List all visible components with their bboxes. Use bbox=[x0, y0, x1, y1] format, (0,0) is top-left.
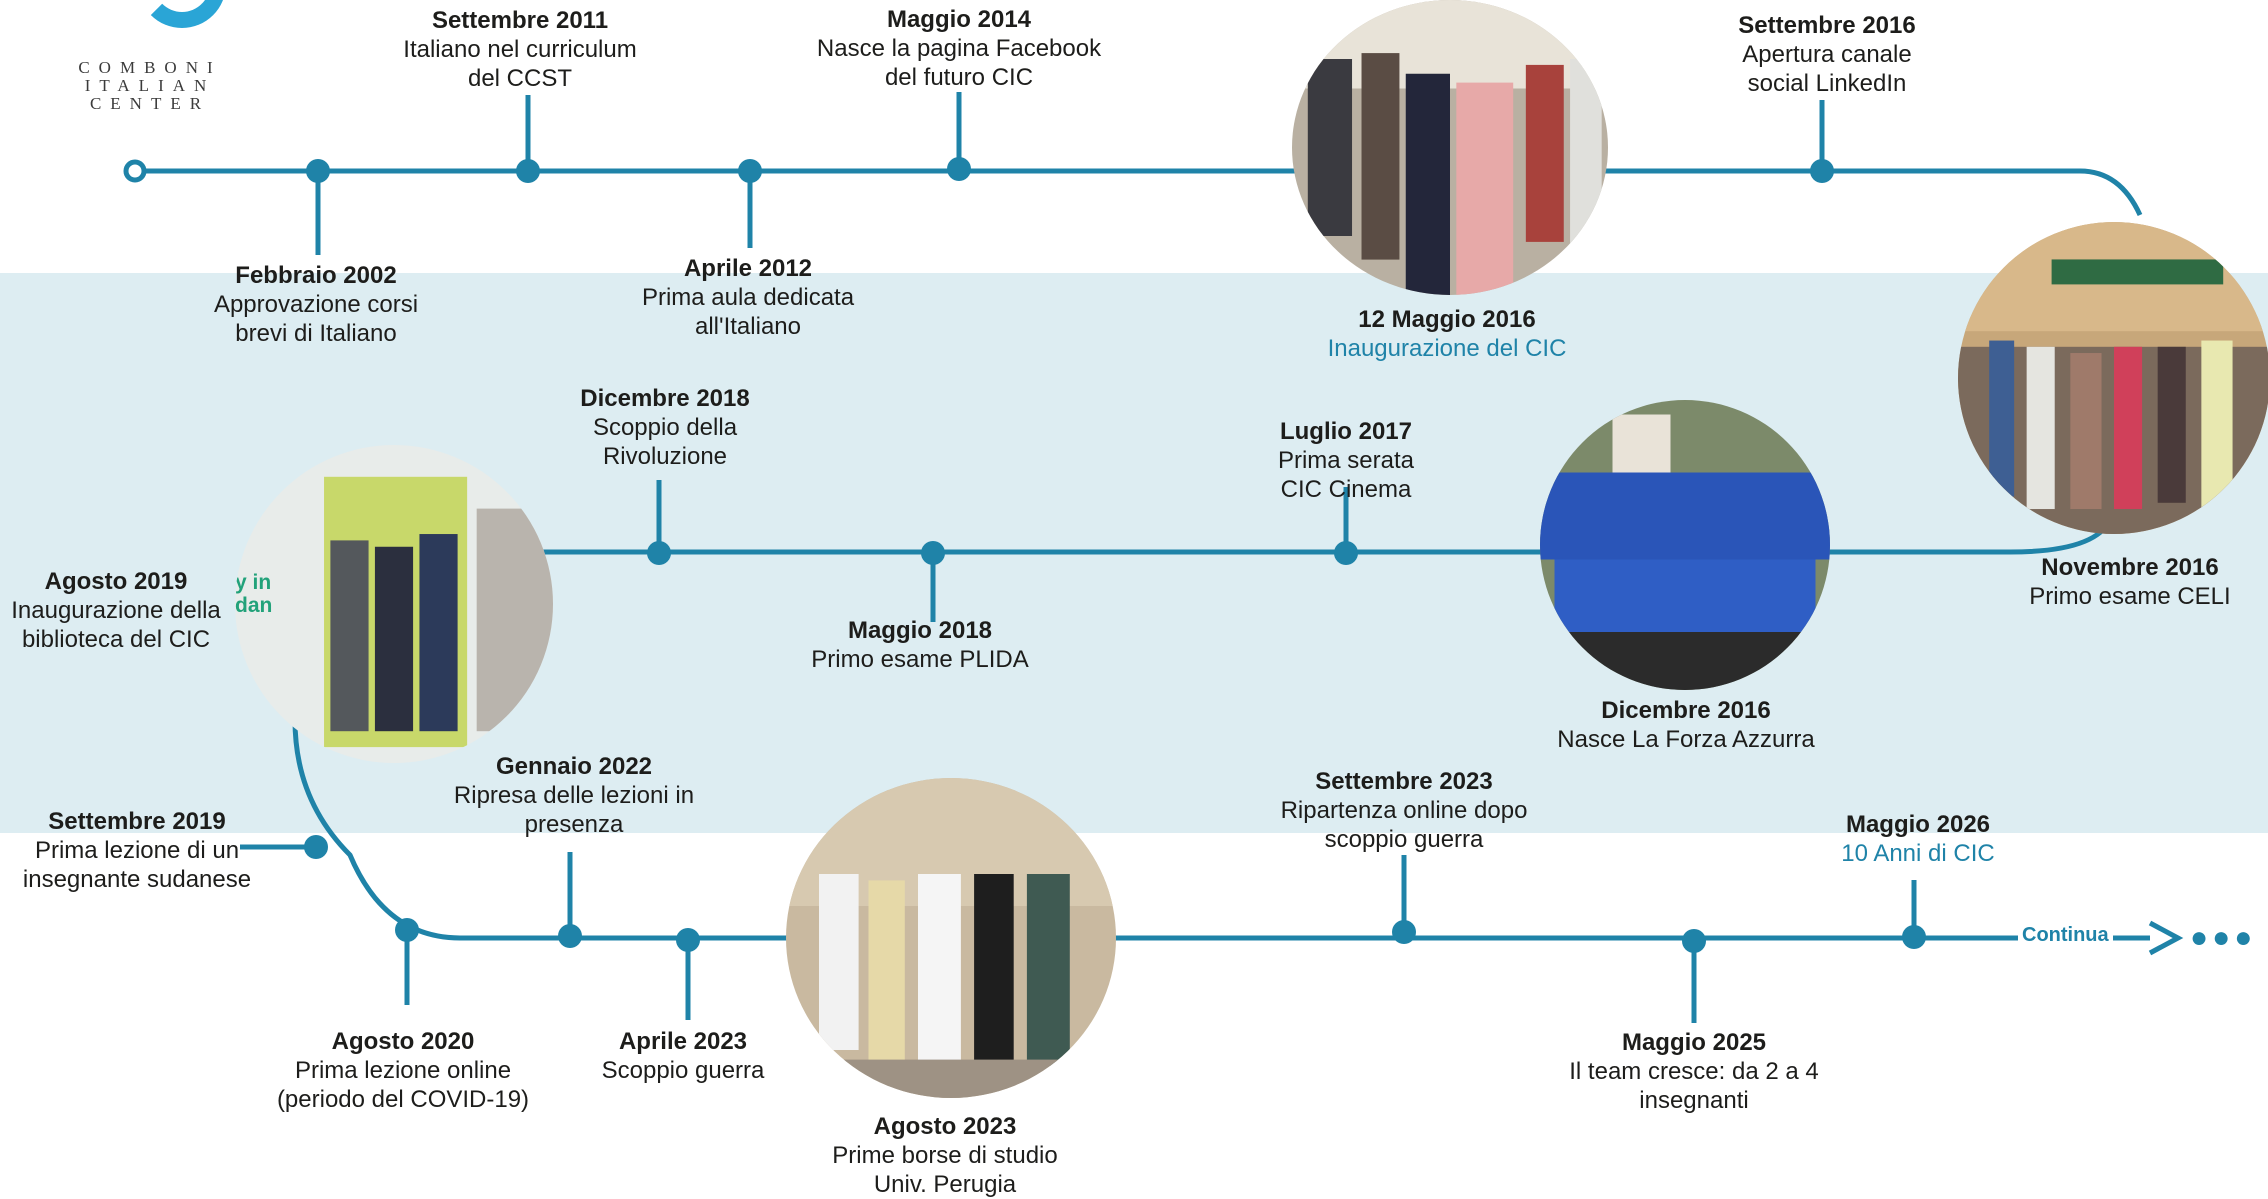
start-node bbox=[123, 159, 147, 183]
event-mag2025: Maggio 2025 Il team cresce: da 2 a 4 ins… bbox=[1484, 1029, 1904, 1115]
event-set2019: Settembre 2019 Prima lezione di un inseg… bbox=[2, 808, 272, 894]
arrow-head bbox=[2148, 920, 2184, 956]
node bbox=[306, 159, 330, 183]
logo-line1: COMBONI bbox=[78, 58, 222, 77]
event-date: Novembre 2016 bbox=[2041, 554, 2219, 581]
event-text: Primo esame PLIDA bbox=[811, 645, 1029, 673]
event-date: Dicembre 2016 bbox=[1601, 697, 1771, 724]
event-date: 12 Maggio 2016 bbox=[1358, 306, 1536, 333]
event-text: Prima serata CIC Cinema bbox=[1277, 446, 1415, 503]
photo-inaugurazione-image bbox=[1292, 0, 1608, 295]
event-text: Apertura canale social LinkedIn bbox=[1742, 40, 1912, 97]
event-set2016: Settembre 2016 Apertura canale social Li… bbox=[1617, 12, 2037, 98]
event-text: Ripresa delle lezioni in presenza bbox=[453, 781, 695, 838]
photo-celi-image bbox=[1958, 222, 2268, 534]
event-text: Prima aula dedicata all'Italiano bbox=[641, 283, 855, 340]
logo-line3: CENTER bbox=[89, 94, 211, 113]
event-apr2023: Aprile 2023 Scoppio guerra bbox=[473, 1028, 893, 1086]
event-text: Primo esame CELI bbox=[2029, 582, 2231, 610]
photo-forza-azzurra-image bbox=[1540, 400, 1830, 690]
event-date: Gennaio 2022 bbox=[495, 753, 653, 780]
event-text: Il team cresce: da 2 a 4 insegnanti bbox=[1569, 1057, 1819, 1114]
ellipsis-icon: ●●● bbox=[2190, 921, 2257, 954]
event-date: Settembre 2019 bbox=[48, 808, 226, 835]
event-ago2020: Agosto 2020 Prima lezione online (period… bbox=[193, 1028, 613, 1114]
photo-forza-azzurra bbox=[1540, 400, 1830, 690]
node bbox=[921, 541, 945, 565]
event-mag2026: Maggio 2026 10 Anni di CIC bbox=[1708, 811, 2128, 869]
logo-line2: ITALIAN bbox=[84, 76, 216, 95]
node bbox=[1810, 159, 1834, 183]
node bbox=[947, 157, 971, 181]
event-text: Italiano nel curriculum del CCST bbox=[403, 35, 637, 92]
event-dic2016: Dicembre 2016 Nasce La Forza Azzurra bbox=[1476, 697, 1896, 755]
node bbox=[1334, 541, 1358, 565]
event-date: Maggio 2025 bbox=[1621, 1029, 1767, 1056]
event-text: Scoppio guerra bbox=[601, 1056, 765, 1084]
node bbox=[304, 835, 328, 859]
event-date: Dicembre 2018 bbox=[580, 385, 750, 412]
event-set2023: Settembre 2023 Ripartenza online dopo sc… bbox=[1194, 768, 1614, 854]
event-nov2016: Novembre 2016 Primo esame CELI bbox=[1920, 554, 2268, 612]
event-date: Febbraio 2002 bbox=[235, 262, 397, 289]
photo-sign-text: y in dan bbox=[235, 571, 273, 618]
event-date: Maggio 2026 bbox=[1845, 811, 1991, 838]
event-text: Nasce la pagina Facebook del futuro CIC bbox=[816, 34, 1102, 91]
event-date: Settembre 2011 bbox=[431, 7, 609, 34]
event-text: Ripartenza online dopo scoppio guerra bbox=[1280, 796, 1528, 853]
continua-label: Continua bbox=[2018, 924, 2113, 947]
node bbox=[738, 159, 762, 183]
event-ago2019: Agosto 2019 Inaugurazione della bibliote… bbox=[1, 568, 231, 654]
event-dic2018: Dicembre 2018 Scoppio della Rivoluzione bbox=[455, 385, 875, 471]
event-12mag2016: 12 Maggio 2016 Inaugurazione del CIC bbox=[1237, 306, 1657, 364]
event-date: Agosto 2019 bbox=[44, 568, 188, 595]
event-date: Agosto 2020 bbox=[331, 1028, 475, 1055]
node bbox=[647, 541, 671, 565]
node bbox=[516, 159, 540, 183]
node bbox=[1392, 920, 1416, 944]
event-mag2018: Maggio 2018 Primo esame PLIDA bbox=[710, 617, 1130, 675]
photo-biblioteca-image bbox=[235, 445, 553, 763]
event-date: Aprile 2023 bbox=[618, 1028, 748, 1055]
event-lug2017: Luglio 2017 Prima serata CIC Cinema bbox=[1136, 418, 1556, 504]
photo-biblioteca: y in dan bbox=[235, 445, 553, 763]
event-date: Agosto 2023 bbox=[873, 1113, 1017, 1140]
event-text: Prima lezione online (periodo del COVID-… bbox=[276, 1056, 530, 1113]
event-date: Maggio 2018 bbox=[847, 617, 993, 644]
event-ago2023: Agosto 2023 Prime borse di studio Univ. … bbox=[735, 1113, 1155, 1199]
event-date: Settembre 2023 bbox=[1315, 768, 1493, 795]
photo-celi bbox=[1958, 222, 2268, 534]
event-text: Inaugurazione del CIC bbox=[1327, 334, 1567, 362]
event-text: Prime borse di studio Univ. Perugia bbox=[832, 1141, 1058, 1198]
node bbox=[676, 928, 700, 952]
event-date: Luglio 2017 bbox=[1279, 418, 1413, 445]
node bbox=[1902, 925, 1926, 949]
event-set2011: Settembre 2011 Italiano nel curriculum d… bbox=[310, 7, 730, 93]
event-feb2002: Febbraio 2002 Approvazione corsi brevi d… bbox=[106, 262, 526, 348]
event-mag2014: Maggio 2014 Nasce la pagina Facebook del… bbox=[749, 6, 1169, 92]
node bbox=[558, 924, 582, 948]
event-date: Aprile 2012 bbox=[683, 255, 813, 282]
comboni-logo: COMBONI ITALIAN CENTER bbox=[70, 0, 230, 120]
event-text: Nasce La Forza Azzurra bbox=[1557, 725, 1815, 753]
event-text: Inaugurazione della biblioteca del CIC bbox=[11, 596, 221, 653]
node bbox=[1682, 929, 1706, 953]
node bbox=[395, 918, 419, 942]
event-date: Settembre 2016 bbox=[1738, 12, 1916, 39]
photo-inaugurazione bbox=[1292, 0, 1608, 295]
event-date: Maggio 2014 bbox=[886, 6, 1032, 33]
event-apr2012: Aprile 2012 Prima aula dedicata all'Ital… bbox=[538, 255, 958, 341]
event-text: 10 Anni di CIC bbox=[1841, 839, 1995, 867]
event-gen2022: Gennaio 2022 Ripresa delle lezioni in pr… bbox=[364, 753, 784, 839]
event-text: Scoppio della Rivoluzione bbox=[592, 413, 738, 470]
event-text: Prima lezione di un insegnante sudanese bbox=[22, 836, 252, 893]
event-text: Approvazione corsi brevi di Italiano bbox=[213, 290, 419, 347]
logo-ring-icon bbox=[138, 0, 226, 28]
